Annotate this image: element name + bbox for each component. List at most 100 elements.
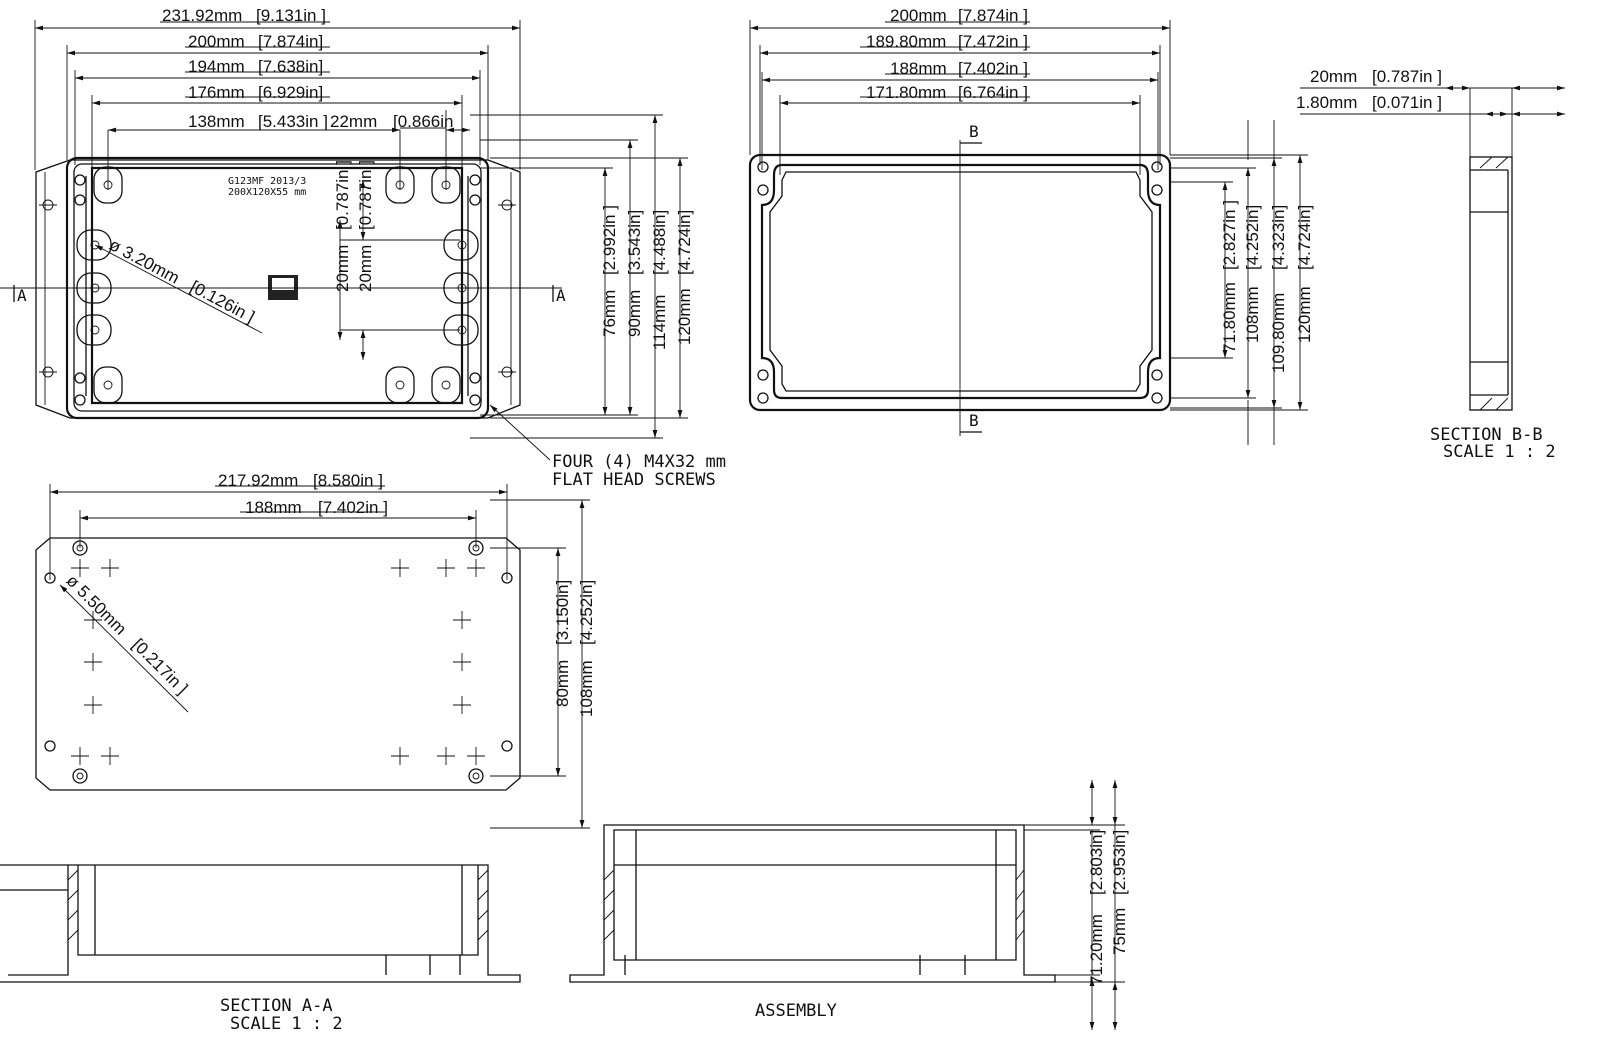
- lid-dim-108-mm: 108mm: [1243, 286, 1262, 343]
- boss-hole: [457, 240, 467, 250]
- mount-hole-inner: [76, 772, 84, 780]
- section-b-view: 20mm [0.787in ] 1.80mm [0.071in ] SECTIO…: [1296, 67, 1556, 462]
- dim-194-mm: 194mm: [188, 57, 245, 76]
- lid-screw-hole: [757, 392, 769, 404]
- lid-dim-189-in: [7.472in ]: [958, 32, 1028, 51]
- screw-hole: [469, 174, 481, 186]
- section-b-label-top: B: [969, 122, 979, 141]
- boss-hole: [457, 283, 467, 293]
- boss-hole: [103, 380, 113, 390]
- dim-20a-mm: 20mm: [333, 245, 352, 292]
- section-a-scale: SCALE 1 : 2: [230, 1014, 343, 1034]
- secb-dim-20-mm: 20mm: [1310, 67, 1357, 86]
- boss-hole: [90, 325, 100, 335]
- boss-hole: [441, 380, 451, 390]
- lid-dim-109-in: [4.323in]: [1269, 205, 1288, 270]
- assembly-dim-71-mm: 71.20mm: [1087, 914, 1106, 985]
- dim-120-mm: 120mm: [675, 288, 694, 345]
- dim-22-in: [0.866in: [393, 112, 454, 131]
- secb-dim-20-in: [0.787in ]: [1372, 67, 1442, 86]
- bottom-view: 217.92mm [8.580in ] 188mm [7.402in ] 80m…: [35, 471, 596, 791]
- screws-note-line1: FOUR (4) M4X32 mm: [552, 452, 726, 472]
- boss-hole: [90, 283, 100, 293]
- dim-200-mm: 200mm: [188, 32, 245, 51]
- dim-90-mm: 90mm: [625, 290, 644, 337]
- dim-20a-in: [0.787in ]: [333, 160, 352, 230]
- dim-90-in: [3.543in]: [625, 210, 644, 275]
- lid-view: B B 200mm [7.874in ] 189.80mm [7.472in ]…: [748, 6, 1314, 436]
- bottom-dim-217-mm: 217.92mm: [218, 471, 298, 490]
- dim-114-mm: 114mm: [650, 295, 669, 350]
- assembly-dim-75-in: [2.953in]: [1110, 830, 1129, 895]
- dimension-geometry: [34, 20, 1565, 1030]
- bottom-outline: [35, 537, 521, 791]
- mount-hole-inner: [472, 772, 480, 780]
- assembly-title: ASSEMBLY: [755, 1001, 837, 1021]
- lid-dim-71-mm: 71.80mm: [1220, 282, 1239, 353]
- dim-114-in: [4.488in]: [650, 210, 669, 275]
- mount-hole: [72, 768, 88, 784]
- flange-hole: [44, 740, 56, 752]
- boss-hole: [395, 380, 405, 390]
- dim-20b-in: [0.787in ]: [356, 160, 375, 230]
- hole-dia-mm: ø 3.20mm: [106, 235, 182, 288]
- flange-hole: [44, 572, 56, 584]
- mount-hole: [468, 540, 484, 556]
- mounting-boss: [93, 366, 123, 404]
- section-b-title: SECTION B-B: [1430, 425, 1543, 445]
- dim-76-in: [2.992in ]: [600, 205, 619, 275]
- lid-section-outline: [1469, 156, 1513, 411]
- lid-dim-71-in: [2.827in ]: [1220, 200, 1239, 270]
- dim-176-in: [6.929in]: [258, 83, 323, 102]
- screws-note-line2: FLAT HEAD SCREWS: [552, 470, 716, 490]
- dim-138-mm: 138mm: [188, 112, 245, 131]
- lid-dim-188-mm: 188mm: [890, 59, 947, 78]
- screw-hole: [74, 174, 86, 186]
- assembly-dim-75-mm: 75mm: [1110, 908, 1129, 955]
- side-boss: [443, 272, 479, 304]
- mount-hole-inner: [472, 544, 480, 552]
- bottom-dim-108-in: [4.252in]: [577, 580, 596, 645]
- lid-dim-188-in: [7.402in ]: [958, 59, 1028, 78]
- lid-screw-hole: [1151, 161, 1163, 173]
- bottom-dim-188-in: [7.402in ]: [318, 498, 388, 517]
- mounting-boss: [431, 366, 461, 404]
- secb-dim-180-in: [0.071in ]: [1372, 93, 1442, 112]
- assembly-dim-71-in: [2.803in]: [1087, 830, 1106, 895]
- lid-screw-hole: [1151, 392, 1163, 404]
- side-boss: [76, 229, 112, 261]
- lid-dim-189-mm: 189.80mm: [866, 32, 946, 51]
- lid-dim-120-in: [4.724in]: [1295, 205, 1314, 270]
- mount-hole: [72, 540, 88, 556]
- hole-dia-in: [0.126in ]: [187, 277, 258, 327]
- side-boss: [76, 314, 112, 346]
- bottom-dim-188-mm: 188mm: [245, 498, 302, 517]
- screw-hole: [74, 372, 86, 384]
- boss-hole: [457, 325, 467, 335]
- mounting-boss: [385, 166, 415, 204]
- assembly-outline: [569, 824, 1056, 983]
- dim-194-in: [7.638in]: [258, 57, 323, 76]
- dim-22-mm: 22mm: [330, 112, 377, 131]
- mounting-boss: [385, 366, 415, 404]
- bottom-dim-108-mm: 108mm: [577, 660, 596, 717]
- bottom-dim-80-in: [3.150in]: [553, 580, 572, 645]
- dim-120-in: [4.724in]: [675, 210, 694, 275]
- mounting-boss: [93, 166, 123, 204]
- section-a-view: SECTION A-A SCALE 1 : 2: [0, 864, 521, 1034]
- dim-20b-mm: 20mm: [356, 245, 375, 292]
- section-a-title: SECTION A-A: [220, 996, 333, 1016]
- mounting-boss: [431, 166, 461, 204]
- lid-screw-hole: [1151, 369, 1163, 381]
- screw-hole: [74, 194, 86, 206]
- section-b-label-bottom: B: [969, 411, 979, 430]
- flange-hole: [501, 740, 513, 752]
- section-a-label-right: A: [556, 286, 566, 305]
- secb-dim-180-mm: 1.80mm: [1296, 93, 1357, 112]
- dim-overall-width-in: [9.131in ]: [256, 6, 326, 25]
- boss-hole: [103, 180, 113, 190]
- part-marking-line2: 200X120X55 mm: [228, 187, 306, 198]
- lid-screw-hole: [757, 369, 769, 381]
- boss-hole: [395, 180, 405, 190]
- lid-dim-171-in: [6.764in ]: [958, 83, 1028, 102]
